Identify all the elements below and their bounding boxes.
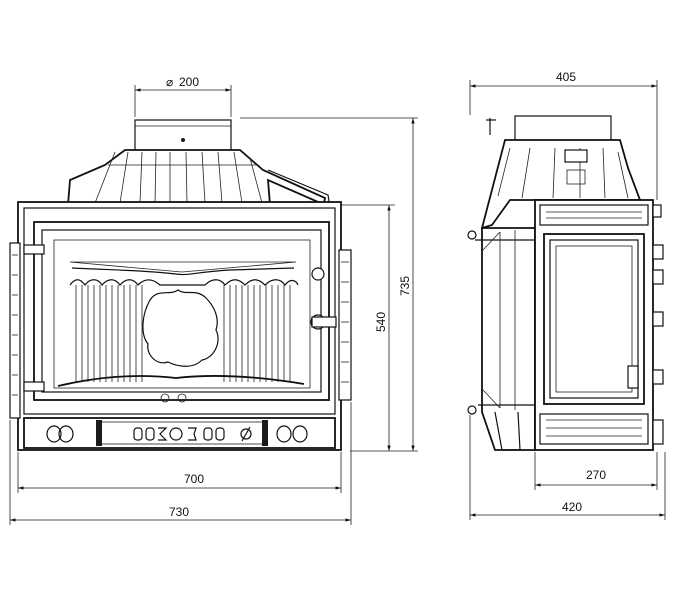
front-view-drawing xyxy=(9,119,352,451)
overall-width-label: 730 xyxy=(169,505,189,519)
side-view-drawing xyxy=(467,115,664,451)
side-overall-depth-label: 420 xyxy=(562,500,582,514)
side-top-depth-label: 405 xyxy=(556,70,576,84)
body-height-label: 540 xyxy=(374,312,388,332)
flue-diameter-label: 200 xyxy=(179,75,199,89)
body-width-label: 700 xyxy=(184,472,204,486)
dimension-lines xyxy=(9,80,666,525)
diameter-symbol: ⌀ xyxy=(166,75,173,89)
total-height-label: 735 xyxy=(398,276,412,296)
side-door-depth-label: 270 xyxy=(586,468,606,482)
dimension-labels: ⌀ 200 735 540 700 730 405 270 420 xyxy=(166,70,606,519)
